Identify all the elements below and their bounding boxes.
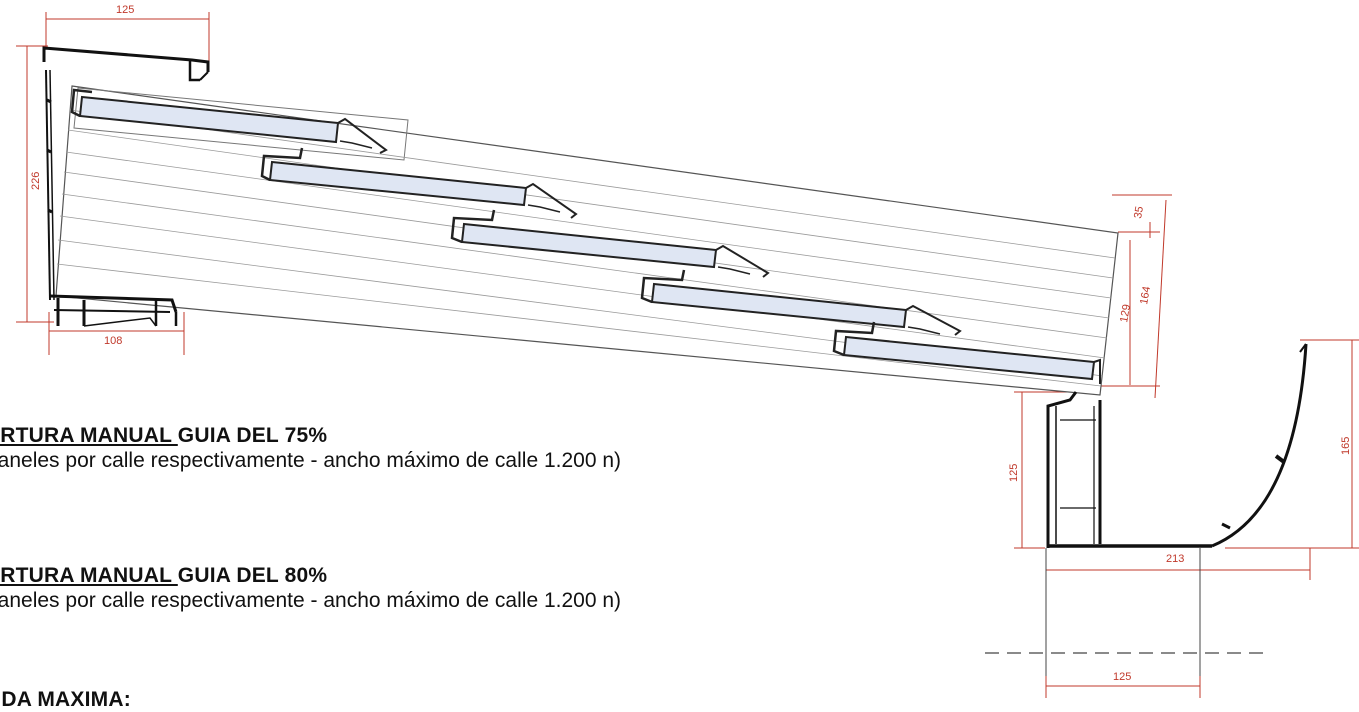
spec-title-80-rest: GUIA DEL 80% — [177, 564, 328, 587]
dim-gutter-height: 125 — [1008, 464, 1020, 482]
spec-text-80: paneles por calle respectivamente - anch… — [0, 589, 622, 612]
spec-block-80: ERTURA MANUAL GUIA DEL 80% paneles por c… — [0, 564, 946, 614]
dim-gutter-curve: 165 — [1340, 437, 1352, 455]
top-cap-profile — [42, 46, 210, 82]
panel-profile-4 — [640, 269, 962, 336]
spec-title-80: ERTURA MANUAL GUIA DEL 80% — [0, 564, 946, 588]
panel-profile-1 — [70, 88, 388, 154]
spec-title-max: UDA MAXIMA: — [0, 688, 131, 712]
panel-profile-2 — [260, 147, 578, 219]
dim-right-offset: 35 — [1132, 205, 1146, 219]
dim-top-cap: 125 — [116, 4, 134, 16]
dim-left-height: 226 — [30, 172, 42, 190]
spec-title-75-underlined: ERTURA MANUAL — [0, 424, 178, 447]
spec-block-max: UDA MAXIMA: — [0, 688, 131, 712]
panel-profile-3 — [450, 209, 770, 278]
roof-panel-assembly — [55, 85, 1119, 396]
spec-title-80-underlined: ERTURA MANUAL — [0, 564, 178, 587]
panel-profile-5 — [832, 321, 1101, 384]
dim-bottom-profile: 108 — [104, 335, 122, 347]
spec-block-75: ERTURA MANUAL GUIA DEL 75% paneles por c… — [0, 424, 946, 474]
spec-title-75: ERTURA MANUAL GUIA DEL 75% — [0, 424, 946, 448]
dim-gutter-base: 125 — [1113, 671, 1131, 683]
dim-gutter-width: 213 — [1166, 553, 1184, 565]
spec-title-75-rest: GUIA DEL 75% — [177, 424, 328, 447]
dim-right-outer: 164 — [1138, 285, 1153, 305]
dim-right-inner: 129 — [1118, 303, 1133, 323]
spec-text-75: paneles por calle respectivamente - anch… — [0, 449, 622, 472]
bottom-base-profile — [49, 294, 178, 327]
gutter-profile — [1046, 343, 1308, 548]
left-post — [45, 69, 55, 301]
spec-title-max-rest: UDA MAXIMA: — [0, 688, 131, 711]
gutter-base — [985, 548, 1268, 676]
